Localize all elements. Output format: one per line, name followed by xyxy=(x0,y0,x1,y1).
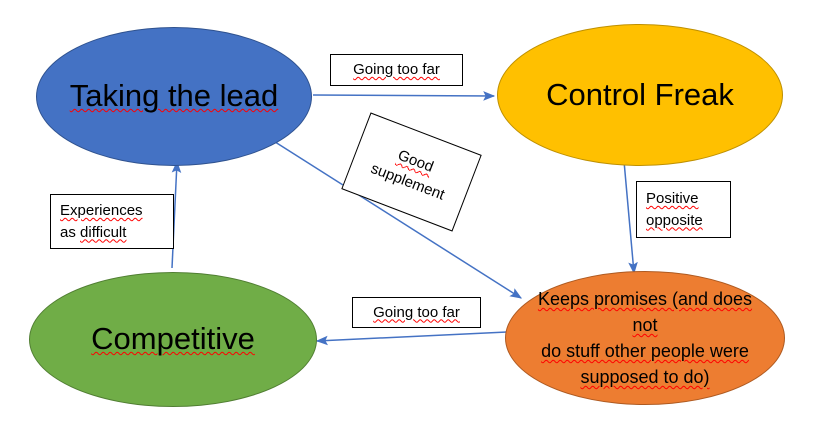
node-keeps-promises-label: Keeps promises (and does not do stuff ot… xyxy=(537,288,753,388)
arrow-taking-the-lead-to-control-freak xyxy=(312,91,496,101)
node-taking-the-lead[interactable]: Taking the lead xyxy=(36,27,312,166)
arrow-control-freak-to-keeps-promises xyxy=(623,160,638,275)
arrow-competitive-to-taking-the-lead xyxy=(171,160,182,269)
experiences-line2-word: difficult xyxy=(80,223,127,241)
arrow-keeps-promises-to-competitive xyxy=(315,331,508,346)
connector-label-going-too-far-top[interactable]: Going too far xyxy=(330,54,463,86)
node-keeps-promises[interactable]: Keeps promises (and does not do stuff ot… xyxy=(505,271,785,405)
connector-label-experiences-as-difficult-text: Experiences as difficult xyxy=(60,201,143,241)
connector-label-experiences-as-difficult[interactable]: Experiences as difficult xyxy=(50,194,174,249)
node-control-freak[interactable]: Control Freak xyxy=(497,24,783,166)
node-competitive-label: Competitive xyxy=(91,321,255,357)
connector-label-going-too-far-bottom[interactable]: Going too far xyxy=(352,297,481,328)
experiences-line2-prefix: as xyxy=(60,223,81,241)
connector-label-going-too-far-top-text: Going too far xyxy=(353,61,440,79)
arrow-taking-the-lead-to-keeps-promises xyxy=(271,139,523,299)
connector-label-positive-opposite[interactable]: Positive opposite xyxy=(636,181,731,238)
connector-label-positive-opposite-text: Positive opposite xyxy=(646,189,703,229)
node-taking-the-lead-label: Taking the lead xyxy=(69,78,279,114)
connector-label-going-too-far-bottom-text: Going too far xyxy=(373,303,460,321)
node-control-freak-label: Control Freak xyxy=(546,76,734,112)
node-competitive[interactable]: Competitive xyxy=(29,272,317,407)
